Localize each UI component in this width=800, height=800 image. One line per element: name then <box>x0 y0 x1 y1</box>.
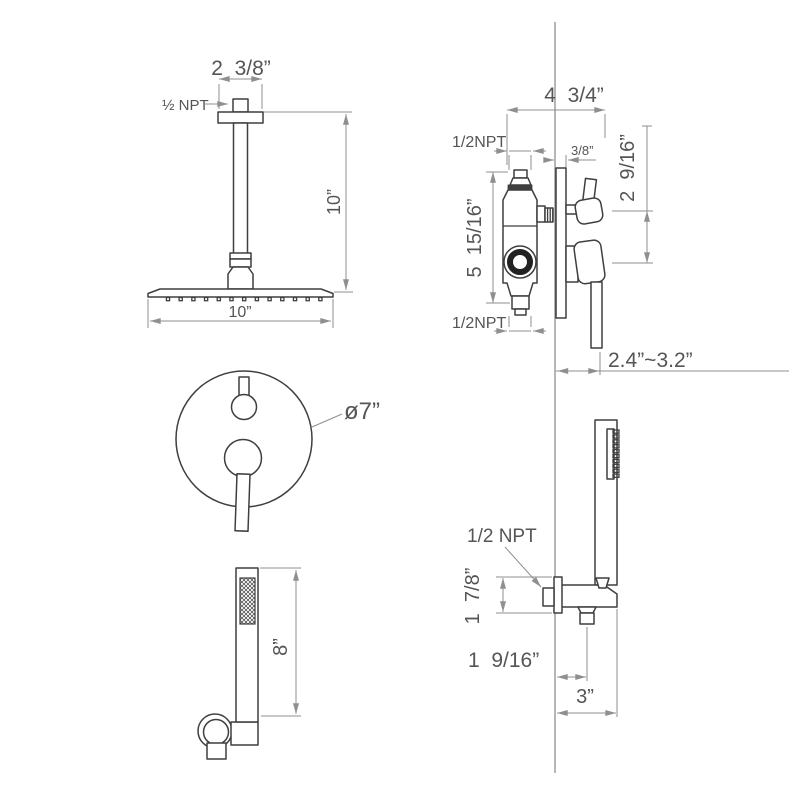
bracket-base <box>206 742 227 760</box>
ceiling-shower-dimensions: 2 3/8” ½ NPT 10” 10” <box>147 57 353 328</box>
handle-lever <box>234 473 251 532</box>
valve-top-cap <box>513 169 528 179</box>
diverter-knob-stem <box>238 376 250 397</box>
dim-valve-height: 5 15/16” <box>464 199 486 278</box>
ceiling-shower-parts <box>147 98 334 302</box>
supply-npt-fitting <box>542 587 555 607</box>
wand-outlet-tip <box>595 577 610 589</box>
dim-drop-height: 10” <box>324 189 344 215</box>
valve-body <box>502 189 538 297</box>
hand-shower-dimensions: 8” <box>260 567 301 717</box>
valve-dimensions: 4 3/4” 1/2NPT 3/8” 2 9/16” 5 15/16” 1/2N… <box>452 84 789 375</box>
dim-bracket-depth: 3” <box>576 686 594 708</box>
label-valve-top-npt: 1/2NPT <box>452 134 506 151</box>
diverter-knob <box>230 393 258 421</box>
dim-wand-length: 8” <box>270 638 292 656</box>
dim-bracket-height: 1 7/8” <box>462 568 484 625</box>
dim-plate-diameter: ø7” <box>344 398 380 425</box>
coupling-ring <box>229 252 252 260</box>
dim-head-width: 10” <box>228 304 251 321</box>
bracket-block <box>230 721 259 746</box>
hand-shower-figure: 8” <box>197 567 301 760</box>
mixer-handle <box>573 239 606 285</box>
trim-plate-dimensions: ø7” <box>311 398 380 428</box>
wall-supply-parts <box>542 419 620 625</box>
wall-supply-figure: 1/2 NPT 1 7/8” 1 9/16” 3” <box>462 419 620 717</box>
dim-valve-width: 4 3/4” <box>544 84 604 107</box>
valve-threaded-stub <box>544 207 554 223</box>
trim-plate-figure: ø7” <box>175 370 380 532</box>
dim-plate-thickness: 3/8” <box>571 143 593 158</box>
npt-leader-arrow-2 <box>504 546 542 588</box>
mixer-handle-lever <box>590 281 603 349</box>
diverter-handle <box>574 197 604 225</box>
wall-supply-dimensions: 1/2 NPT 1 7/8” 1 9/16” 3” <box>462 526 618 717</box>
shower-nozzles <box>165 296 323 302</box>
dim-outlet-offset: 1 9/16” <box>468 649 539 672</box>
label-valve-bottom-npt: 1/2NPT <box>452 315 506 332</box>
drop-pipe <box>232 122 249 256</box>
bracket-ring-inner <box>202 718 230 746</box>
rain-shower-head <box>147 288 334 298</box>
ceiling-shower-figure: 2 3/8” ½ NPT 10” 10” <box>147 57 353 328</box>
valve-figure: 4 3/4” 1/2NPT 3/8” 2 9/16” 5 15/16” 1/2N… <box>452 84 789 375</box>
label-supply-npt: 1/2 NPT <box>467 526 537 547</box>
wall-escutcheon <box>553 576 563 614</box>
valve-bottom-nut <box>511 295 530 310</box>
valve-trim-plate-edge <box>555 167 567 319</box>
holder-body <box>560 584 618 608</box>
spray-strip-nozzles <box>612 429 620 478</box>
dim-install-depth: 2.4”~3.2” <box>608 349 693 372</box>
valve-cartridge-ring <box>507 249 533 275</box>
ceiling-flange <box>217 111 264 124</box>
valve-parts <box>502 167 606 349</box>
handle-hub <box>223 438 263 478</box>
valve-side-port <box>536 205 546 223</box>
trim-plate-parts <box>175 370 313 532</box>
hand-shower-parts <box>197 567 259 760</box>
label-half-npt: ½ NPT <box>162 97 209 114</box>
head-connector <box>227 266 254 290</box>
spray-face <box>239 577 256 625</box>
hose-outlet <box>579 612 595 625</box>
dim-arm-width: 2 3/8” <box>211 57 271 80</box>
ceiling-npt-nut <box>232 98 249 113</box>
dim-handle-spacing: 2 9/16” <box>617 134 639 202</box>
hose-outlet-cap <box>577 606 597 614</box>
